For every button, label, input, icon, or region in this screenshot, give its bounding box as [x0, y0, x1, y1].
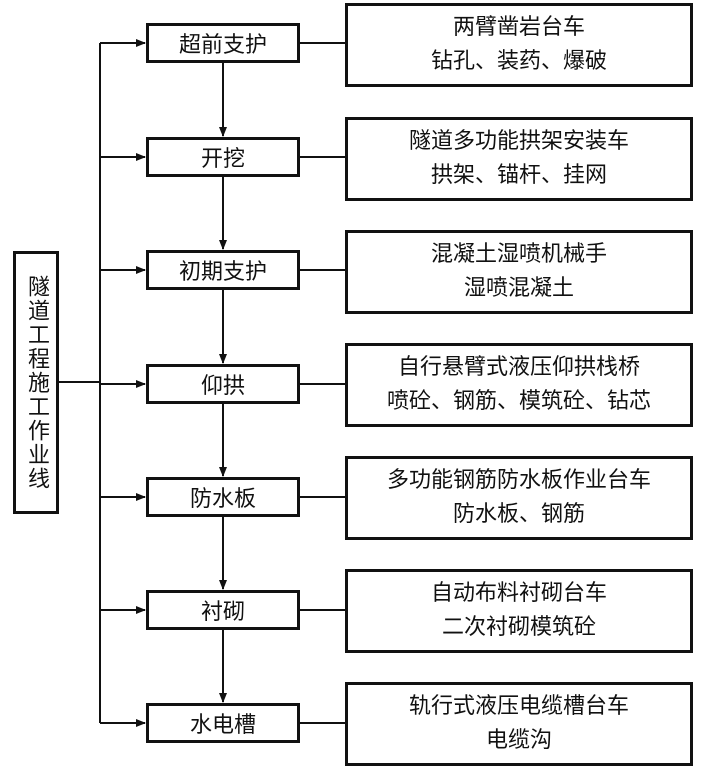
- detail-box: 自动布料衬砌台车二次衬砌模筑砼: [345, 569, 693, 653]
- root-node: 隧道工程施工作业线: [13, 251, 59, 514]
- stage-label: 衬砌: [200, 600, 245, 625]
- tasks-label: 拱架、锚杆、挂网: [430, 163, 607, 188]
- tasks-label: 钻孔、装药、爆破: [430, 49, 607, 74]
- stage-label: 防水板: [189, 487, 256, 512]
- equipment-label: 混凝土湿喷机械手: [430, 242, 607, 267]
- stage-box: 初期支护: [146, 250, 300, 290]
- equipment-label: 自动布料衬砌台车: [430, 581, 607, 606]
- stage-box: 超前支护: [146, 23, 300, 63]
- stage-label: 初期支护: [178, 260, 267, 285]
- stage-box: 仰拱: [146, 364, 300, 404]
- root-label: 隧道工程施工作业线: [24, 274, 49, 491]
- stage-box: 开挖: [146, 137, 300, 177]
- detail-box: 多功能钢筋防水板作业台车防水板、钢筋: [345, 456, 693, 540]
- tasks-label: 二次衬砌模筑砼: [441, 615, 596, 640]
- stage-label: 水电槽: [189, 713, 256, 738]
- equipment-label: 多功能钢筋防水板作业台车: [386, 468, 651, 493]
- detail-box: 隧道多功能拱架安装车拱架、锚杆、挂网: [345, 117, 693, 201]
- detail-box: 混凝土湿喷机械手湿喷混凝土: [345, 230, 693, 314]
- detail-box: 两臂凿岩台车钻孔、装药、爆破: [345, 3, 693, 87]
- tasks-label: 喷砼、钢筋、模筑砼、钻芯: [386, 389, 651, 414]
- stage-label: 仰拱: [200, 374, 245, 399]
- stage-label: 超前支护: [178, 33, 267, 58]
- equipment-label: 两臂凿岩台车: [452, 15, 585, 40]
- stage-box: 水电槽: [146, 703, 300, 743]
- stage-box: 衬砌: [146, 590, 300, 630]
- equipment-label: 自行悬臂式液压仰拱栈桥: [397, 355, 640, 380]
- stage-label: 开挖: [200, 147, 245, 172]
- detail-box: 轨行式液压电缆槽台车电缆沟: [345, 682, 693, 766]
- tasks-label: 电缆沟: [485, 728, 552, 753]
- equipment-label: 轨行式液压电缆槽台车: [408, 694, 629, 719]
- tasks-label: 湿喷混凝土: [463, 276, 574, 301]
- stage-box: 防水板: [146, 477, 300, 517]
- tasks-label: 防水板、钢筋: [452, 502, 585, 527]
- detail-box: 自行悬臂式液压仰拱栈桥喷砼、钢筋、模筑砼、钻芯: [345, 343, 693, 427]
- equipment-label: 隧道多功能拱架安装车: [408, 129, 629, 154]
